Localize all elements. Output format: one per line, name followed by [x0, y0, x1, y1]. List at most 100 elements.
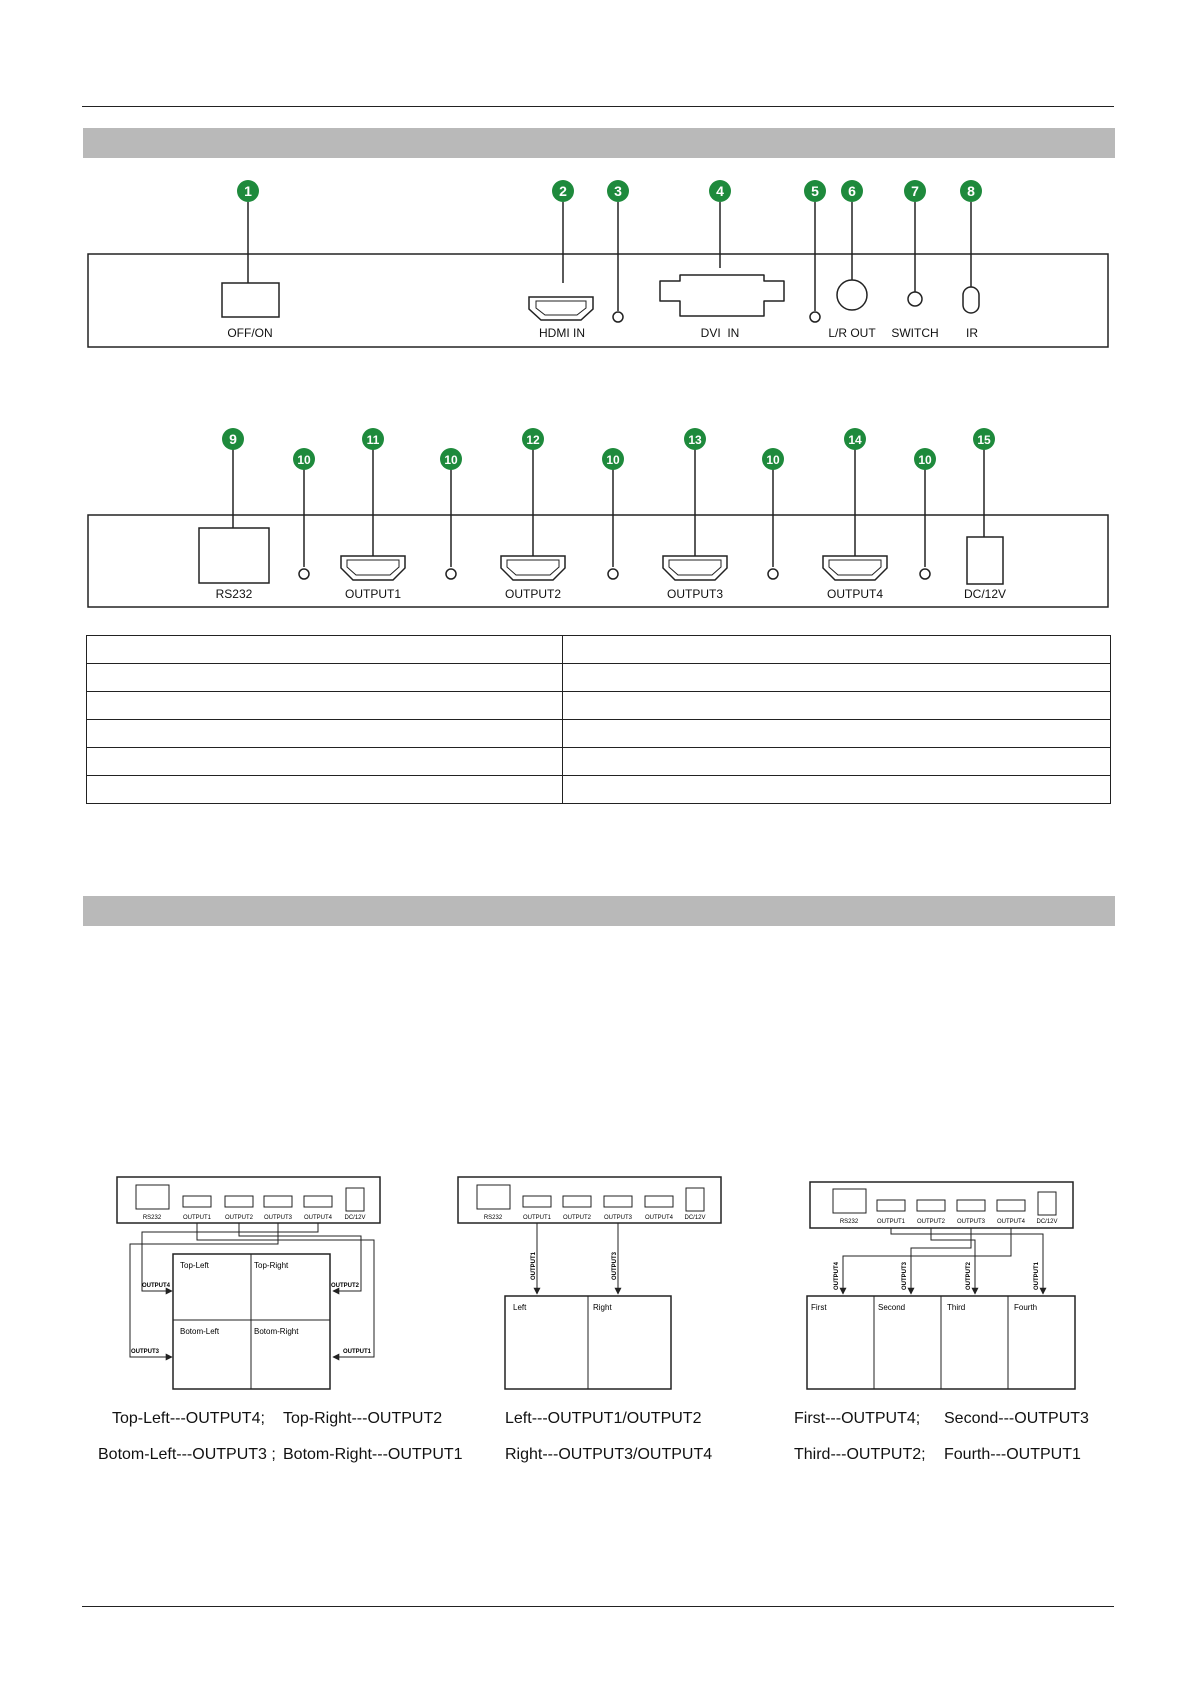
spec-row [85, 719, 1111, 748]
split4-caption-4: Fourth---OUTPUT1 [944, 1446, 1081, 1463]
split2-cell-label: Right [593, 1303, 612, 1312]
rear-panel-diagram: RS232 OUTPUT1 OUTPUT2 OUTPUT3 OUTPUT4 DC… [87, 428, 1109, 608]
output3-port [662, 555, 728, 581]
connection-diagrams: RS232 OUTPUT1 OUTPUT2 OUTPUT3 OUTPUT4 DC… [116, 1176, 1076, 1390]
callout-number: 2 [559, 183, 567, 199]
spec-cell [85, 775, 564, 804]
output4-port [822, 555, 888, 581]
quad-cell-label: Top-Left [180, 1261, 210, 1270]
split2-cell-label: Left [513, 1303, 527, 1312]
mini-output3-label: OUTPUT3 [604, 1215, 633, 1221]
quad-cell-label: Botom-Left [180, 1327, 220, 1336]
mini-output4-label: OUTPUT4 [645, 1215, 674, 1221]
diagram-quad: RS232 OUTPUT1 OUTPUT2 OUTPUT3 OUTPUT4 DC… [116, 1176, 381, 1390]
mini-rs232-label: RS232 [143, 1215, 162, 1221]
spec-row [85, 663, 1111, 692]
mini-dc-label: DC/12V [344, 1215, 365, 1221]
rear-leader-lines [232, 449, 985, 567]
output1-port [340, 555, 406, 581]
callout-number: 4 [716, 183, 724, 199]
output3-label: OUTPUT3 [667, 587, 723, 601]
dvi-in-label: DVI IN [701, 326, 740, 340]
quad-caption-4: Botom-Right---OUTPUT1 [283, 1446, 463, 1463]
spec-cell [85, 691, 564, 720]
callout-number: 15 [977, 433, 991, 447]
quad-arrow-label: OUTPUT2 [331, 1283, 360, 1289]
spec-row [85, 775, 1111, 804]
callout-number: 13 [688, 433, 702, 447]
front-callouts: 1 2 3 4 5 6 7 8 [237, 180, 982, 202]
hdmi-in-port [528, 296, 594, 321]
callout-badge [552, 180, 574, 202]
spec-row [85, 691, 1111, 720]
lr-out-jack [836, 279, 868, 311]
callout-number: 6 [848, 183, 856, 199]
callout-badge [914, 448, 936, 470]
section-bar-panel-description [83, 128, 1115, 158]
footer-rule [82, 1606, 1114, 1607]
front-panel-diagram: OFF/ON HDMI IN DVI IN L/R OUT SWITCH IR … [87, 180, 1109, 348]
output1-label: OUTPUT1 [345, 587, 401, 601]
spec-cell [85, 719, 564, 748]
led-indicator [809, 311, 821, 323]
dc-power-jack [966, 536, 1004, 585]
led-indicator [767, 568, 779, 580]
split2-arrow-label: OUTPUT3 [612, 1251, 618, 1280]
front-leader-lines [247, 202, 972, 311]
led-indicator [298, 568, 310, 580]
output2-port [500, 555, 566, 581]
callout-number: 7 [911, 183, 919, 199]
split2-caption-1: Left---OUTPUT1/OUTPUT2 [505, 1410, 702, 1427]
split4-caption-1: First---OUTPUT4; [794, 1410, 921, 1427]
callout-number: 10 [606, 453, 620, 467]
callout-number: 10 [918, 453, 932, 467]
diagram-split4: RS232 OUTPUT1 OUTPUT2 OUTPUT3 OUTPUT4 DC… [806, 1181, 1076, 1390]
mini-output1-label: OUTPUT1 [183, 1215, 212, 1221]
callout-number: 12 [526, 433, 540, 447]
callout-badge [844, 428, 866, 450]
mini-output4-label: OUTPUT4 [304, 1215, 333, 1221]
callout-badge [960, 180, 982, 202]
mini-rs232-label: RS232 [484, 1215, 503, 1221]
dc-label: DC/12V [964, 587, 1006, 601]
callout-badge [804, 180, 826, 202]
switch-label: SWITCH [891, 326, 938, 340]
split4-arrow-label: OUTPUT4 [834, 1261, 840, 1290]
split4-arrow-label: OUTPUT2 [966, 1261, 972, 1290]
split4-cell-label: Third [947, 1303, 965, 1312]
split4-cell-label: Fourth [1014, 1303, 1037, 1312]
callout-number: 11 [367, 433, 380, 447]
callout-number: 14 [848, 433, 862, 447]
power-label: OFF/ON [227, 326, 272, 340]
callout-number: 8 [967, 183, 975, 199]
quad-caption-1: Top-Left---OUTPUT4; [112, 1410, 265, 1427]
split4-cell-label: First [811, 1303, 827, 1312]
spec-cell [85, 663, 564, 692]
spec-cell [85, 635, 564, 664]
output4-label: OUTPUT4 [827, 587, 883, 601]
led-indicator [612, 311, 624, 323]
mini-rs232-label: RS232 [840, 1219, 859, 1225]
ir-label: IR [966, 326, 978, 340]
power-switch [221, 282, 280, 318]
callout-number: 10 [444, 453, 458, 467]
section-bar-connection [83, 896, 1115, 926]
spec-cell [562, 775, 1111, 804]
callout-badge [440, 448, 462, 470]
spec-cell [562, 663, 1111, 692]
callout-badge [841, 180, 863, 202]
callout-number: 10 [297, 453, 311, 467]
callout-badge [684, 428, 706, 450]
callout-number: 1 [244, 183, 252, 199]
output2-label: OUTPUT2 [505, 587, 561, 601]
spec-table [85, 635, 1111, 804]
split2-caption-2: Right---OUTPUT3/OUTPUT4 [505, 1446, 713, 1463]
dvi-in-port [659, 274, 785, 317]
callout-badge [237, 180, 259, 202]
quad-arrow-label: OUTPUT1 [343, 1349, 372, 1355]
rs232-port [198, 527, 270, 584]
callout-badge [973, 428, 995, 450]
split2-arrow-label: OUTPUT1 [531, 1251, 537, 1280]
callout-badge [709, 180, 731, 202]
callout-badge [222, 428, 244, 450]
